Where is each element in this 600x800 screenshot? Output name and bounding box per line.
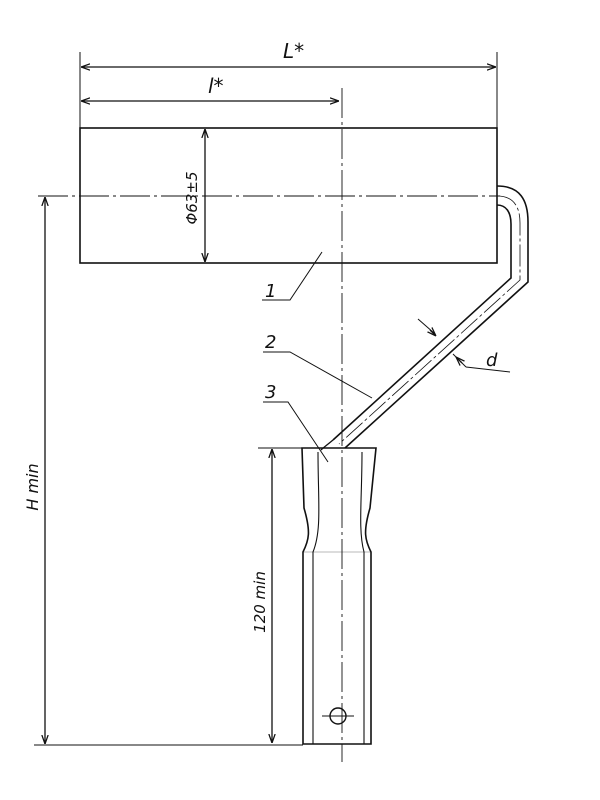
- roller-length-label: l*: [208, 74, 224, 98]
- overall-length-label: L*: [283, 39, 304, 63]
- part-number-handle: 3: [265, 382, 276, 403]
- rod-diameter-dimension: [417, 318, 511, 373]
- handle-length-dimension: [258, 447, 302, 743]
- height-label: H min: [23, 463, 42, 510]
- height-dimension: [34, 197, 303, 746]
- part-leaders: [262, 251, 373, 463]
- handle: [301, 447, 377, 745]
- overall-length-dimension: [79, 52, 498, 190]
- diameter-label: Φ63±5: [183, 171, 201, 224]
- rod-frame: [320, 185, 529, 451]
- roller-body: [79, 127, 498, 264]
- part-number-roller: 1: [265, 281, 276, 302]
- part-number-rod: 2: [265, 332, 276, 353]
- handle-length-label: 120 min: [251, 571, 269, 633]
- rivet: [322, 707, 354, 725]
- rod-diameter-label: d: [486, 350, 498, 371]
